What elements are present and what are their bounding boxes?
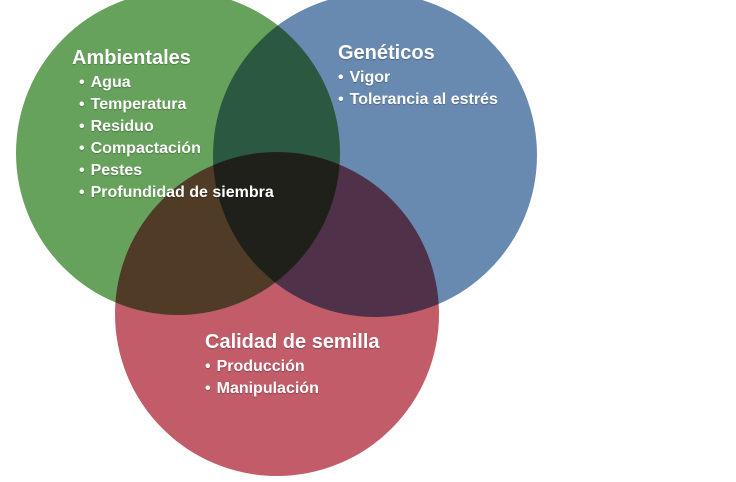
calidad-title: Calidad de semilla	[205, 331, 380, 353]
ambientales-item-profundidad: Profundidad de siembra	[79, 182, 274, 204]
ambientales-item-compactacion: Compactación	[79, 138, 274, 160]
calidad-block: Calidad de semilla Producción Manipulaci…	[205, 330, 380, 400]
geneticos-title: Genéticos	[338, 42, 435, 64]
calidad-item-manipulacion: Manipulación	[205, 378, 380, 400]
ambientales-block: Ambientales Agua Temperatura Residuo Com…	[72, 46, 274, 204]
ambientales-list: Agua Temperatura Residuo Compactación Pe…	[72, 72, 274, 204]
ambientales-item-residuo: Residuo	[79, 116, 274, 138]
ambientales-title: Ambientales	[72, 47, 191, 69]
calidad-list: Producción Manipulación	[205, 356, 380, 400]
ambientales-item-agua: Agua	[79, 72, 274, 94]
geneticos-list: Vigor Tolerancia al estrés	[338, 67, 498, 111]
geneticos-block: Genéticos Vigor Tolerancia al estrés	[338, 41, 498, 111]
calidad-item-produccion: Producción	[205, 356, 380, 378]
geneticos-item-tolerancia: Tolerancia al estrés	[338, 89, 498, 111]
ambientales-item-pestes: Pestes	[79, 160, 274, 182]
ambientales-item-temperatura: Temperatura	[79, 94, 274, 116]
geneticos-item-vigor: Vigor	[338, 67, 498, 89]
